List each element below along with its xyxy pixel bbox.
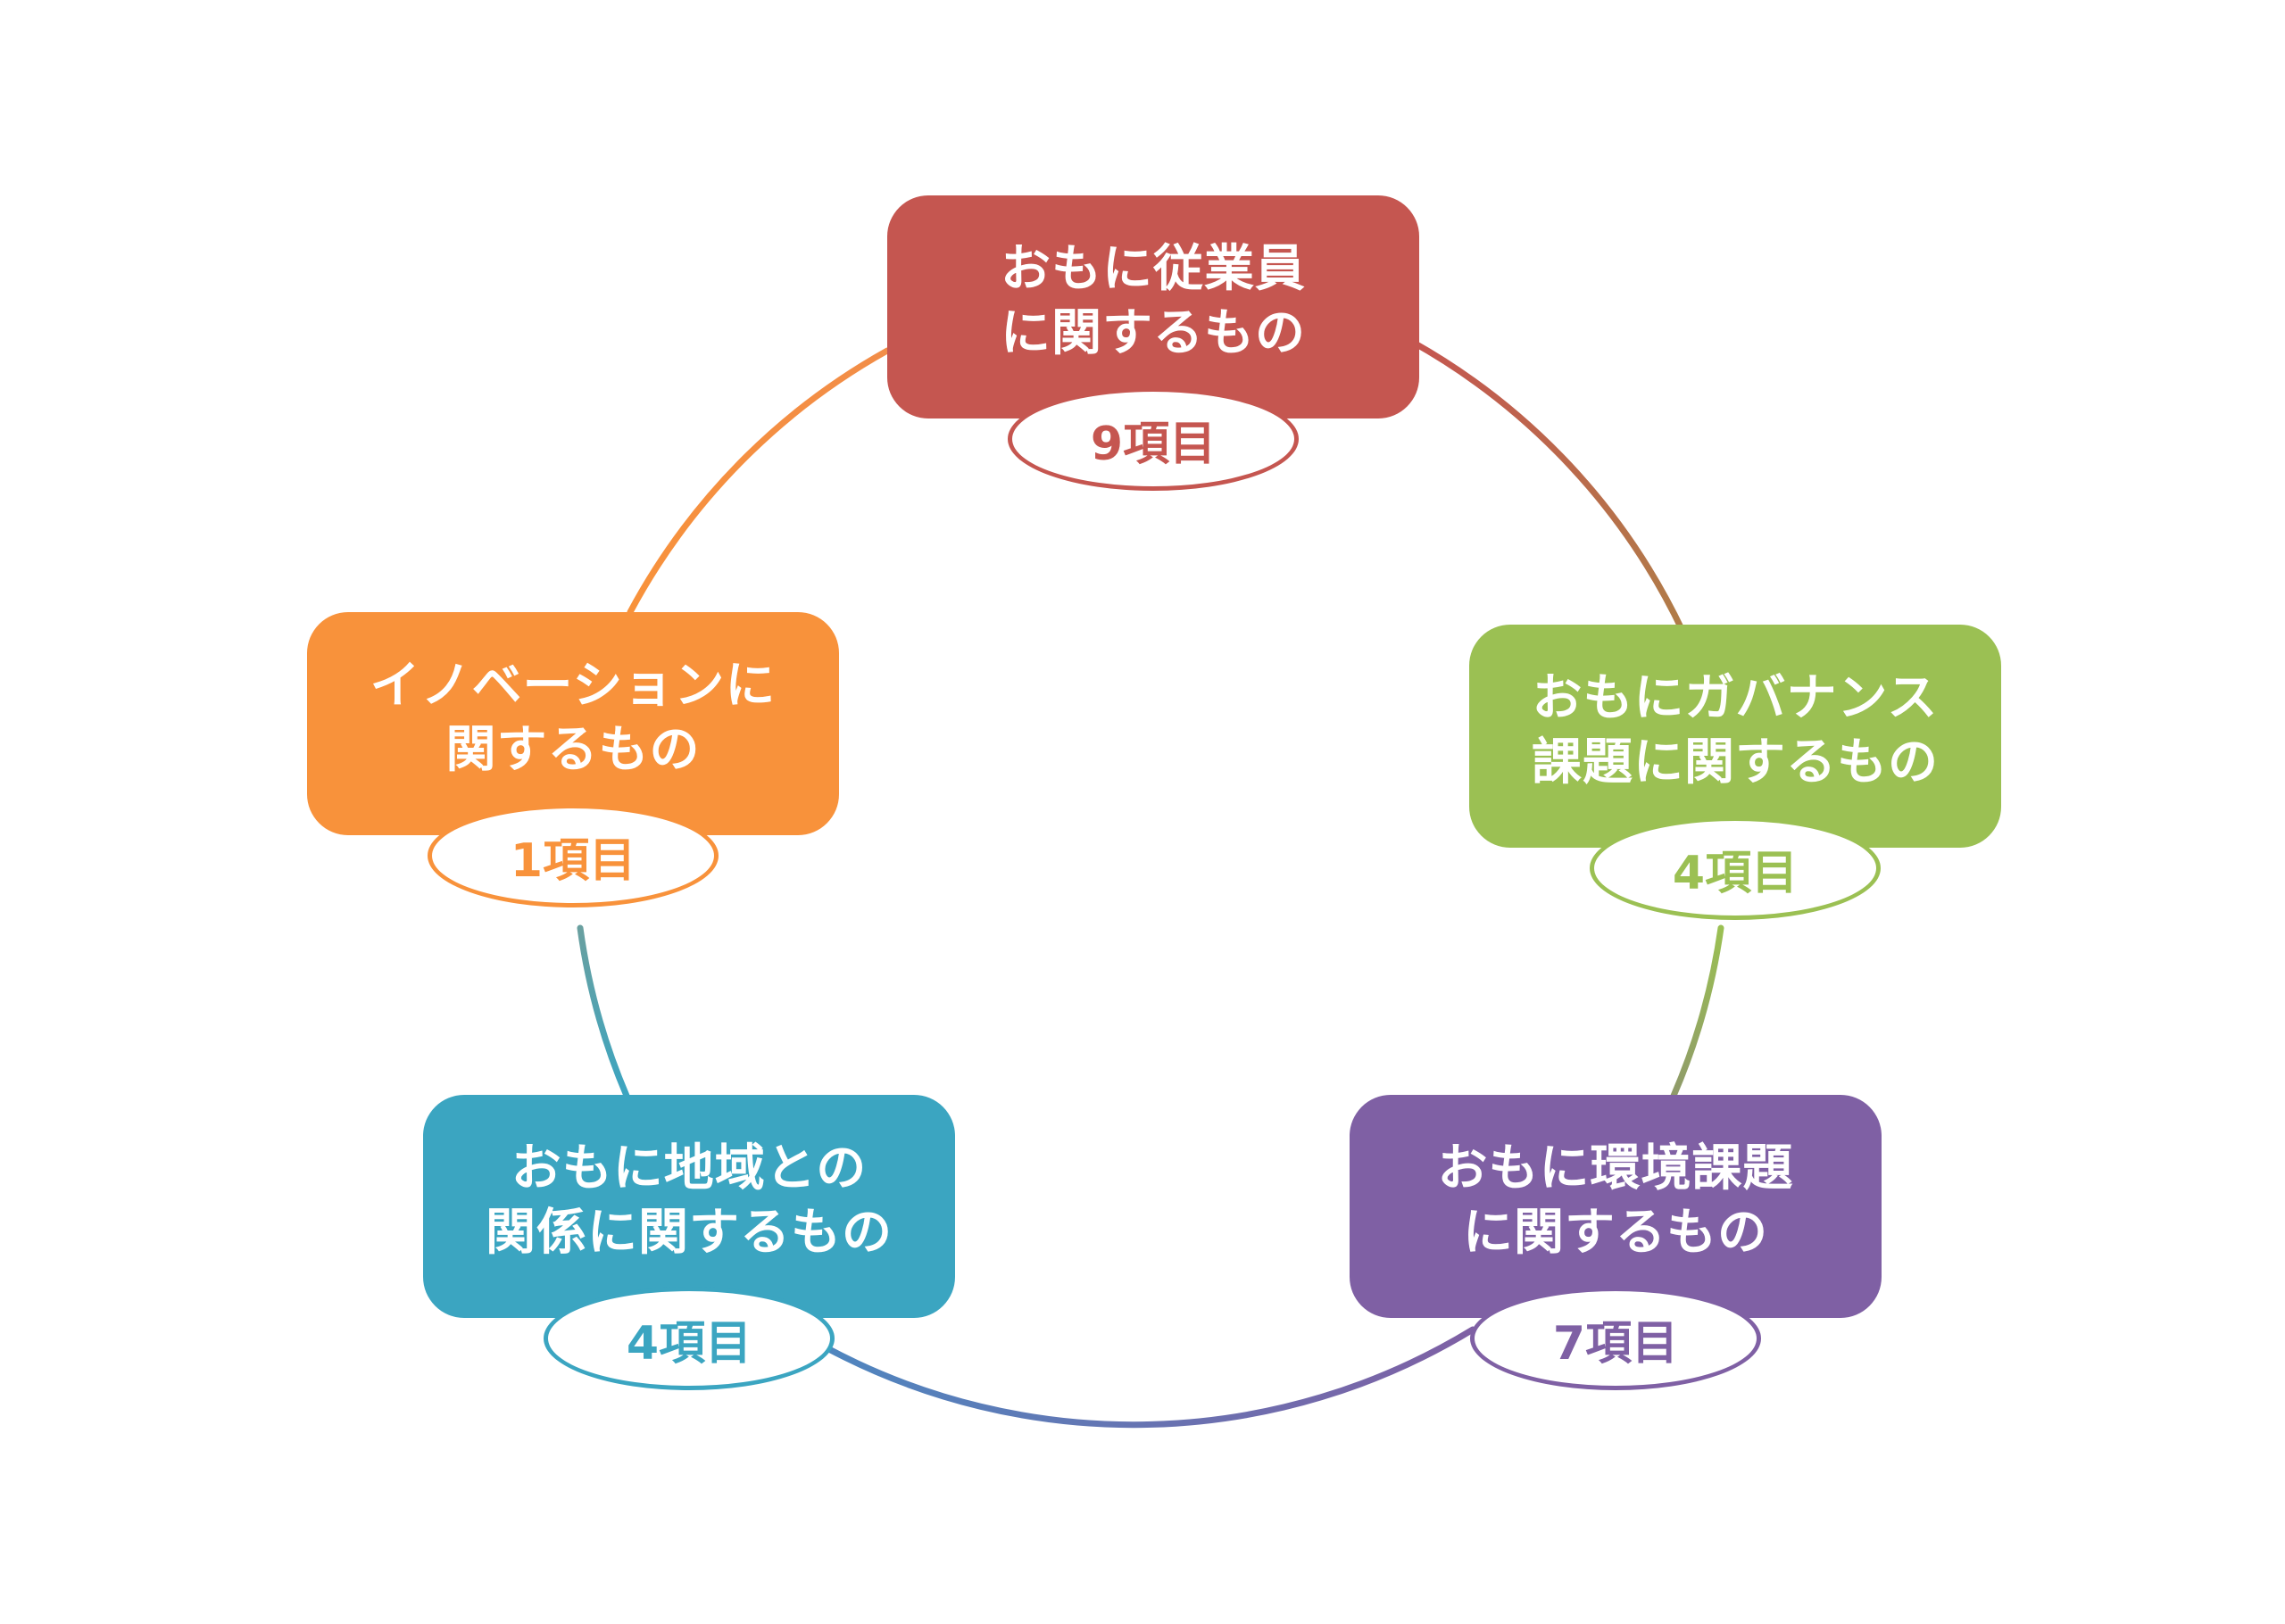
node-environment: おもに環境課題 に関するもの 7項目 (1350, 1095, 1882, 1390)
node-title-line-2: 関係に関するもの (486, 1204, 893, 1262)
node-employees: おもに従業員 に関するもの 9項目 (887, 195, 1419, 491)
item-count-badge: 7項目 (1470, 1287, 1761, 1390)
node-title-line-2: に関するもの (1001, 304, 1306, 362)
node-title-line-1: おもに地域との (511, 1139, 868, 1197)
node-box: おもに地域との 関係に関するもの (423, 1095, 955, 1318)
node-innovation: イノベーションに 関するもの 1項目 (307, 612, 839, 907)
node-box: イノベーションに 関するもの (307, 612, 839, 835)
node-title-line-2: 関するもの (445, 721, 701, 779)
node-title-line-2: 課題に関するもの (1532, 733, 1939, 791)
node-box: おもにガバナンス 課題に関するもの (1469, 625, 2001, 848)
node-governance: おもにガバナンス 課題に関するもの 4項目 (1469, 625, 2001, 920)
item-count-badge: 1項目 (428, 804, 719, 907)
node-title-line-2: に関するもの (1463, 1204, 1768, 1262)
node-title-line-1: おもに従業員 (1001, 240, 1306, 298)
node-community: おもに地域との 関係に関するもの 4項目 (423, 1095, 955, 1390)
item-count-badge: 9項目 (1008, 387, 1299, 491)
node-box: おもに従業員 に関するもの (887, 195, 1419, 418)
node-box: おもに環境課題 に関するもの (1350, 1095, 1882, 1318)
node-title-line-1: おもにガバナンス (1532, 669, 1939, 727)
node-title-line-1: おもに環境課題 (1437, 1139, 1794, 1197)
item-count-badge: 4項目 (1590, 816, 1881, 920)
item-count-badge: 4項目 (544, 1287, 835, 1390)
node-title-line-1: イノベーションに (370, 657, 777, 715)
